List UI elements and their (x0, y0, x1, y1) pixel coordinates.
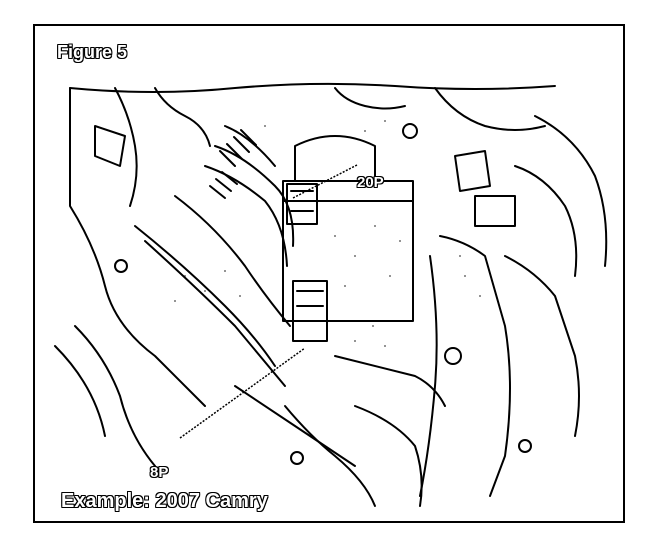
figure-title: Figure 5 (57, 42, 128, 62)
figure-caption: Example: 2007 Camry (61, 490, 268, 512)
callout-8p-label: 8P (150, 464, 169, 481)
figure-frame: Figure 5 20P 8P Example: 2007 Camry (33, 24, 625, 523)
engine-bay-line-drawing (54, 82, 608, 507)
callout-20p-label: 20P (357, 174, 384, 191)
